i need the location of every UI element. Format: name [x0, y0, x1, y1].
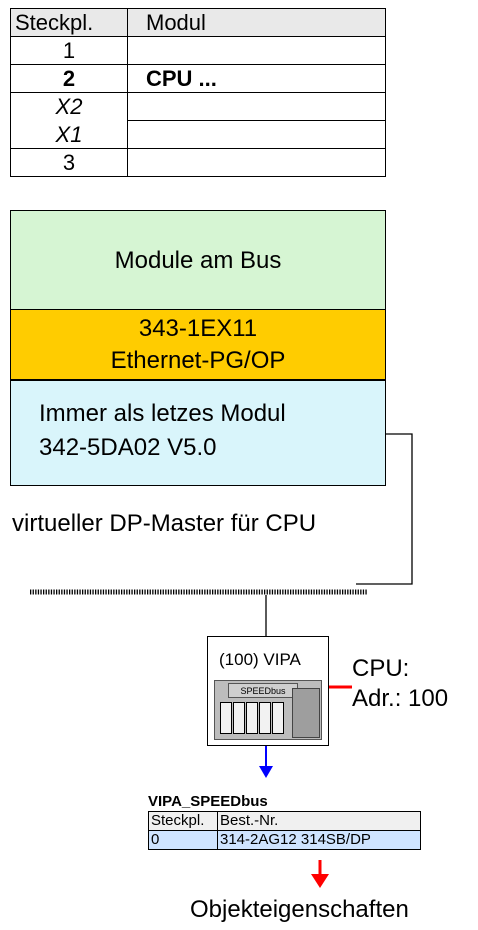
module-bus-block: Module am Bus	[10, 210, 386, 310]
table-row[interactable]: 3	[10, 148, 386, 177]
slot-cell: 3	[10, 148, 128, 177]
cpu-address-title: CPU:	[352, 655, 410, 682]
detail-table-header: Steckpl. Best.-Nr.	[148, 811, 421, 831]
slot-cell: 0	[148, 830, 218, 850]
cpu-address-callout: CPU: Adr.: 100	[352, 654, 448, 714]
last-module-note: Immer als letzes Modul	[39, 400, 286, 427]
slot-cell: 2	[10, 64, 128, 93]
order-no-cell: 314-2AG12 314SB/DP	[217, 830, 421, 850]
last-module-order-no: 342-5DA02 V5.0	[39, 434, 217, 461]
ethernet-order-no: 343-1EX11	[138, 315, 258, 342]
connector-line	[356, 433, 413, 585]
module-cell	[127, 148, 386, 177]
module-bus-label: Module am Bus	[114, 247, 282, 274]
slot-table-header: Steckpl. Modul	[10, 8, 386, 37]
cpu-address-value: Adr.: 100	[352, 685, 449, 712]
header-module: Modul	[127, 8, 386, 37]
ethernet-label: Ethernet-PG/OP	[110, 347, 286, 374]
header-slot: Steckpl.	[148, 811, 218, 831]
table-row[interactable]: X1	[10, 120, 386, 149]
slot-icon	[272, 702, 284, 734]
slot-icon	[220, 702, 232, 734]
header-slot: Steckpl.	[10, 8, 128, 37]
table-row[interactable]: 0 314-2AG12 314SB/DP	[148, 830, 421, 850]
detail-table: Steckpl. Best.-Nr. 0 314-2AG12 314SB/DP	[148, 811, 421, 850]
slot-cell: X1	[10, 120, 128, 149]
table-row[interactable]: X2	[10, 92, 386, 121]
speedbus-label: SPEEDbus	[228, 683, 298, 698]
ethernet-module-block: 343-1EX11 Ethernet-PG/OP	[10, 309, 386, 380]
header-order-no: Best.-Nr.	[217, 811, 421, 831]
slot-icon	[246, 702, 258, 734]
slot-icon	[259, 702, 271, 734]
virtual-master-label: virtueller DP-Master für CPU	[12, 510, 317, 537]
blue-arrow-head	[259, 766, 273, 778]
object-arrow-head	[311, 874, 329, 888]
module-cell	[127, 36, 386, 65]
table-row[interactable]: 1	[10, 36, 386, 65]
slot-icon	[233, 702, 245, 734]
cpu-module-icon	[292, 688, 320, 738]
last-module-block: Immer als letzes Modul 342-5DA02 V5.0	[10, 380, 386, 486]
slot-cell: X2	[10, 92, 128, 121]
detail-table-title: VIPA_SPEEDbus	[148, 793, 268, 810]
cpu-station-label: (100) VIPA	[219, 650, 301, 669]
slot-table: Steckpl. Modul 1 2 CPU ... X2 X1 3	[10, 8, 386, 177]
object-properties-label: Objekteigenschaften	[190, 896, 409, 923]
